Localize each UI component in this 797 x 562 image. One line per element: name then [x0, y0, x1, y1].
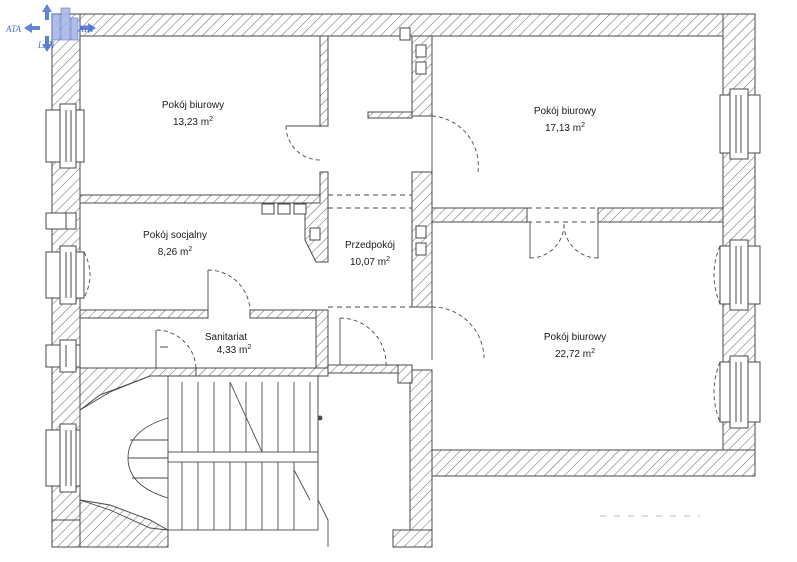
- stair-frame: [167, 375, 319, 531]
- room-name: Sanitariat: [205, 332, 247, 343]
- room-labels: Pokój biurowy 13,23 m2 Pokój biurowy 17,…: [143, 100, 606, 360]
- window-left-4: [45, 339, 81, 373]
- wall-right-horizontal-a: [431, 207, 528, 223]
- window-swings: [83, 245, 721, 423]
- stair-landing: [167, 451, 319, 463]
- wall-stair-top-left: [79, 367, 197, 411]
- logo-text-right: ATA: [77, 24, 94, 34]
- window-left-2: [45, 245, 85, 305]
- windows-left: [45, 103, 85, 493]
- vents: [261, 27, 427, 256]
- door-left-office: [285, 125, 321, 161]
- wall-corridor-step: [397, 364, 413, 384]
- bottom-right-wall: [429, 449, 756, 477]
- outer-walls: [51, 13, 756, 548]
- wall-sanitary-bottom: [195, 367, 329, 377]
- door-lower-right-office: [431, 306, 485, 360]
- room-label-kitchen: Pokój socjalny 8,26 m2: [143, 230, 207, 258]
- window-left-1: [45, 103, 85, 169]
- room-name: Pokój socjalny: [143, 230, 207, 241]
- room-label-sanitary: Sanitariat 4,33 m2: [205, 332, 251, 356]
- atalan-logo: ATA ATA LAN: [5, 4, 96, 52]
- windows-right: [719, 88, 761, 429]
- logo-text-bottom: LAN: [37, 40, 56, 50]
- door-upper-right-office: [431, 115, 479, 173]
- room-name: Pokój biurowy: [544, 332, 606, 343]
- wall-left-office-corridor: [319, 35, 329, 127]
- room-area: 22,72 m2: [555, 348, 595, 360]
- door-corridor: [339, 317, 387, 366]
- lower-center-wall: [409, 369, 433, 548]
- room-label-hallway: Przedpokój 10,07 m2: [345, 240, 395, 268]
- wall-sanitary-right: [315, 309, 329, 371]
- room-area: 17,13 m2: [545, 122, 585, 134]
- room-area: 13,23 m2: [173, 116, 213, 128]
- room-name: Przedpokój: [345, 240, 395, 251]
- bottom-left-corner: [51, 519, 81, 548]
- window-right-2: [719, 239, 761, 311]
- wall-kitchen-sanitary-a: [79, 309, 209, 319]
- window-left-3: [45, 212, 77, 230]
- room-name: Pokój biurowy: [534, 106, 596, 117]
- room-label-office-2: Pokój biurowy 17,13 m2: [534, 106, 596, 134]
- window-right-3: [719, 355, 761, 429]
- wall-kitchen-right: [304, 171, 329, 263]
- door-kitchen: [207, 269, 251, 311]
- doors: [155, 115, 599, 369]
- wall-right-horizontal-b: [597, 207, 724, 223]
- wall-stair-bottom-left: [79, 499, 169, 548]
- door-double-right: [529, 221, 599, 259]
- wall-office-kitchen: [79, 194, 321, 204]
- window-right-1: [719, 88, 761, 160]
- door-sanitary: [155, 329, 197, 369]
- minor-marks: [160, 346, 700, 517]
- room-name: Pokój biurowy: [162, 100, 224, 111]
- bottom-center-wall: [392, 529, 433, 548]
- dashed-openings: [328, 115, 598, 308]
- room-label-office-1: Pokój biurowy 13,23 m2: [162, 100, 224, 128]
- logo-text-left: ATA: [5, 24, 22, 34]
- window-left-5: [45, 423, 81, 493]
- staircase: [79, 375, 329, 547]
- logo-building-icon: [51, 7, 79, 41]
- room-label-office-3: Pokój biurowy 22,72 m2: [544, 332, 606, 360]
- room-area: 8,26 m2: [158, 246, 193, 258]
- room-area: 4,33 m2: [217, 344, 252, 356]
- logo-arrows-icon: [24, 4, 96, 52]
- room-area: 10,07 m2: [350, 256, 390, 268]
- wall-center-middle: [411, 171, 433, 308]
